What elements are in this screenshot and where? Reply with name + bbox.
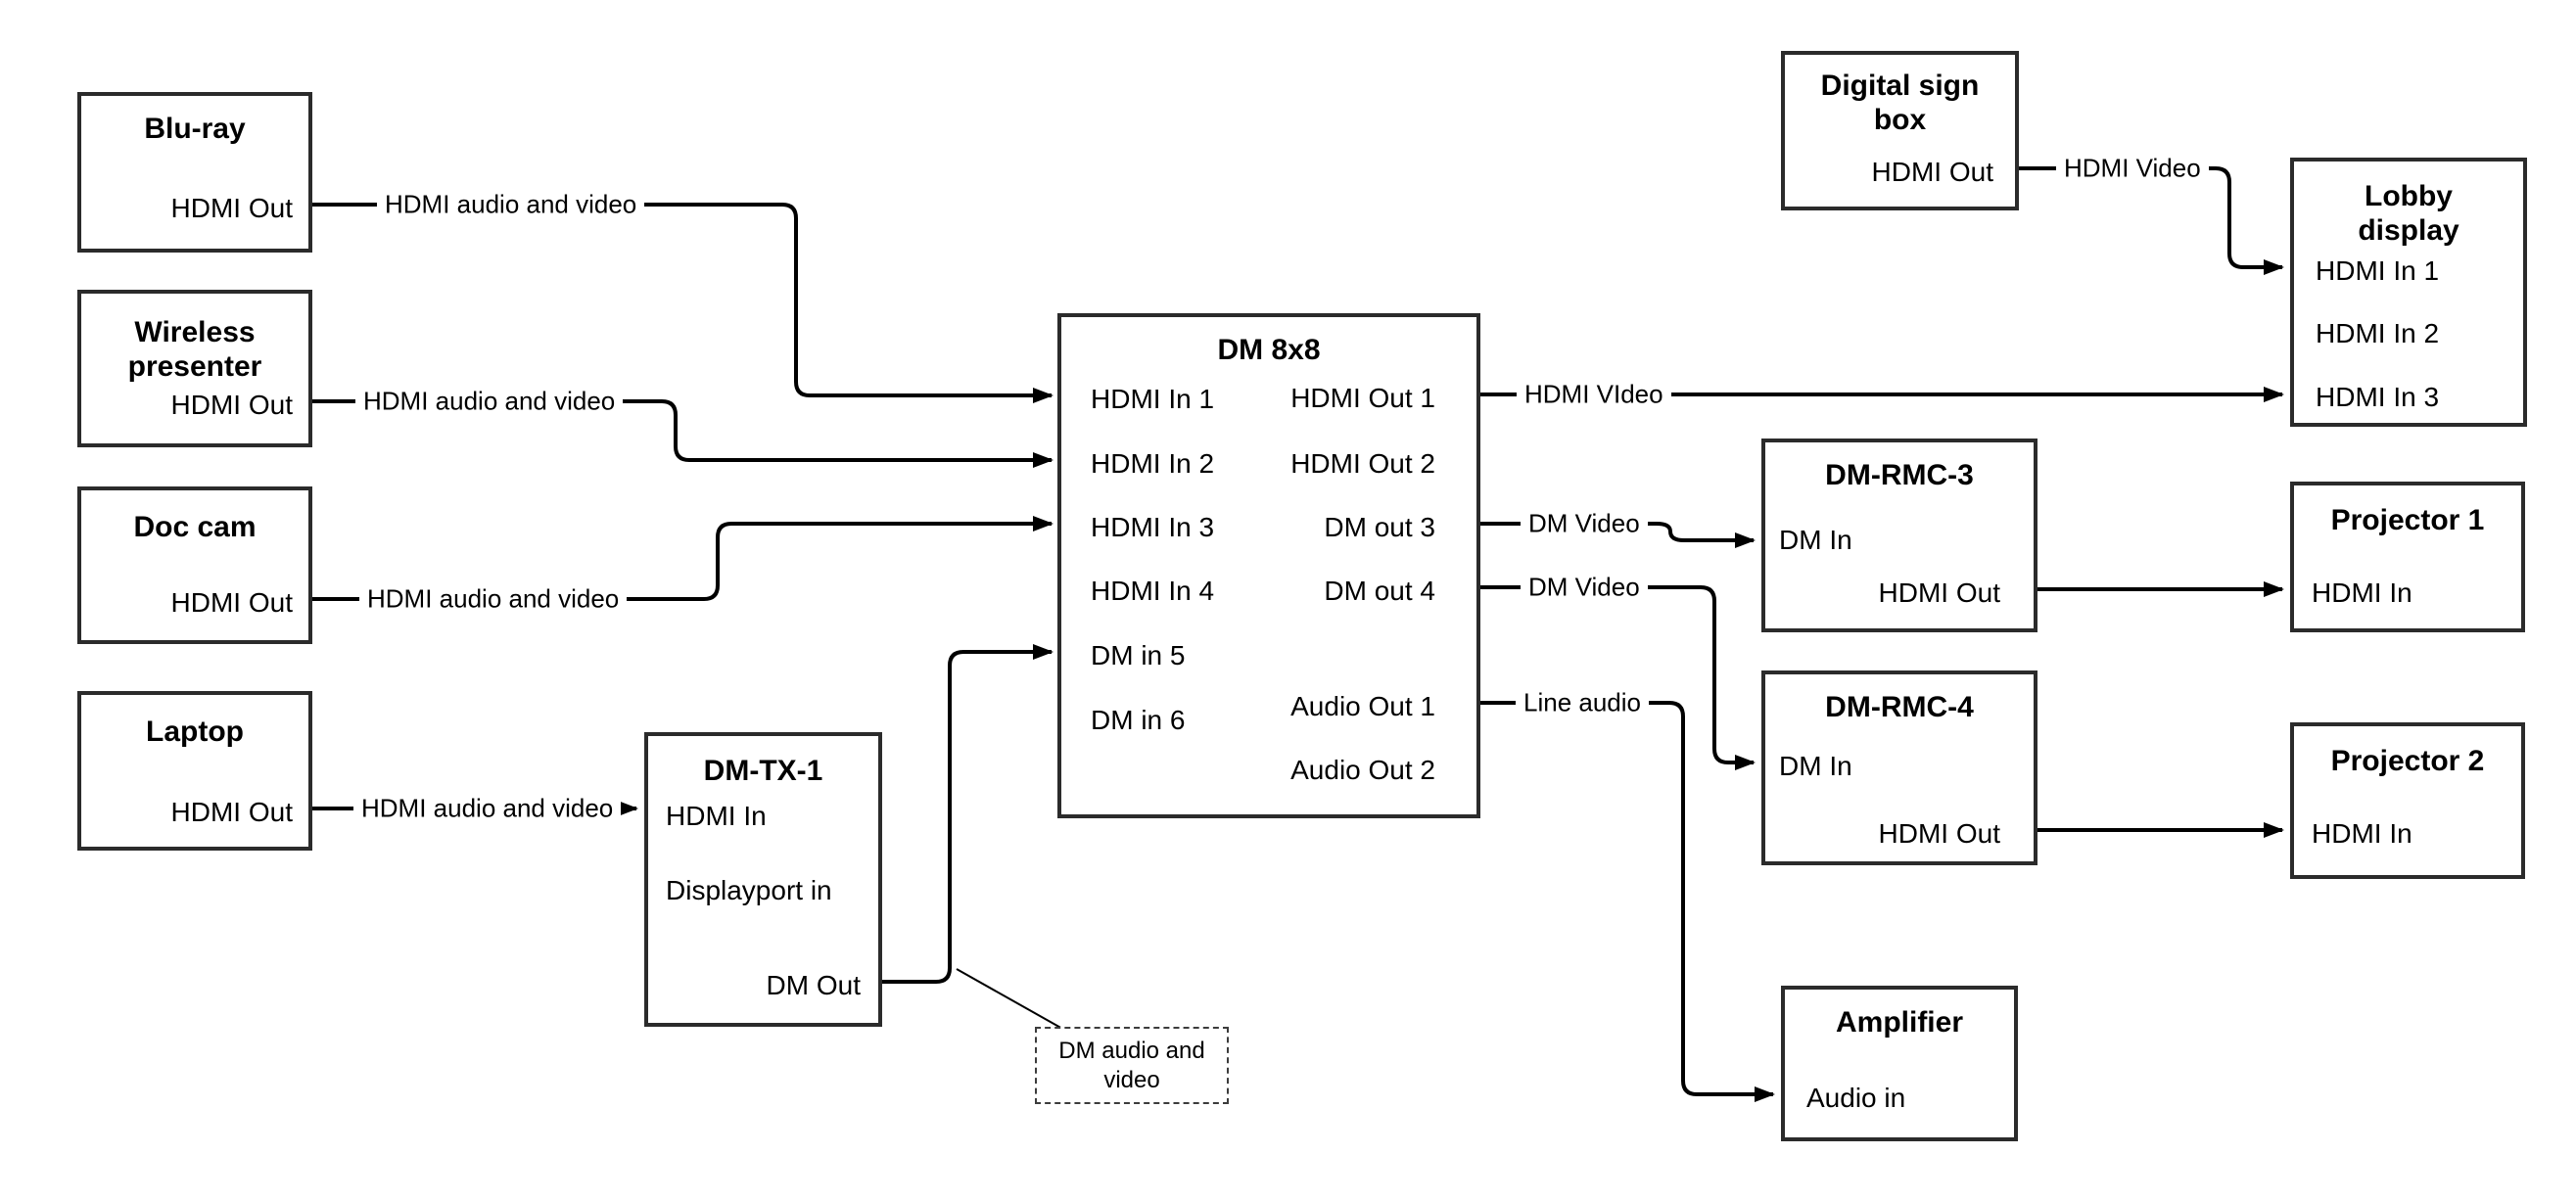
edge-label-dm-video-out4: DM Video — [1521, 574, 1648, 602]
node-digital-sign-box: Digital sign box HDMI Out — [1781, 51, 2019, 210]
node-title: Wireless presenter — [127, 316, 262, 384]
port-hdmi-out: HDMI Out — [170, 587, 293, 618]
port-dm-out-4: DM out 4 — [1324, 576, 1435, 606]
port-dm-in: DM In — [1779, 525, 1852, 555]
edge-dm8x8-out4-to-rmc4 — [1480, 585, 1756, 770]
node-title: Digital sign box — [1820, 69, 1980, 137]
port-audio-in: Audio in — [1806, 1083, 1906, 1113]
port-audio-out-1: Audio Out 1 — [1290, 691, 1435, 721]
node-title: DM-RMC-3 — [1825, 459, 1974, 491]
port-hdmi-in-3: HDMI In 3 — [2316, 382, 2440, 412]
edge-wireless-to-dm8x8-in2 — [312, 399, 1054, 468]
edge-label-hdmi-av-wireless: HDMI audio and video — [355, 388, 624, 416]
port-hdmi-out: HDMI Out — [1878, 818, 2000, 849]
edge-dm8x8-audio1-to-amplifier — [1480, 701, 1775, 1102]
note-leader-line — [956, 968, 1065, 1031]
note-text: DM audio and video — [1058, 1037, 1205, 1093]
port-displayport-in: Displayport in — [666, 875, 832, 905]
node-title: Doc cam — [133, 511, 257, 543]
port-dm-in-6: DM in 6 — [1091, 705, 1186, 735]
node-title: Blu-ray — [144, 113, 246, 145]
node-laptop: Laptop HDMI Out — [77, 691, 312, 851]
edge-label-hdmi-video-out1: HDMI VIdeo — [1517, 381, 1671, 409]
port-hdmi-out: HDMI Out — [170, 390, 293, 420]
port-hdmi-in: HDMI In — [2312, 577, 2412, 608]
port-dm-in-5: DM in 5 — [1091, 640, 1186, 670]
node-dm-rmc-3: DM-RMC-3 DM In HDMI Out — [1761, 439, 2037, 632]
port-hdmi-out-2: HDMI Out 2 — [1290, 448, 1435, 479]
port-hdmi-in-1: HDMI In 1 — [2316, 255, 2440, 286]
edge-label-hdmi-av-laptop: HDMI audio and video — [353, 795, 622, 823]
port-hdmi-in-4: HDMI In 4 — [1091, 576, 1215, 606]
node-title: DM-TX-1 — [703, 755, 823, 787]
port-dm-in: DM In — [1779, 751, 1852, 781]
edge-dmtx1-to-dm8x8-in5 — [882, 644, 1054, 984]
node-wireless-presenter: Wireless presenter HDMI Out — [77, 290, 312, 447]
edge-label-hdmi-av-doccam: HDMI audio and video — [359, 585, 628, 614]
port-hdmi-in-2: HDMI In 2 — [1091, 448, 1215, 479]
port-hdmi-out: HDMI Out — [1878, 577, 2000, 608]
edge-bluray-to-dm8x8-in1 — [312, 203, 1054, 403]
node-title: Projector 2 — [2330, 745, 2485, 777]
node-dm-rmc-4: DM-RMC-4 DM In HDMI Out — [1761, 670, 2037, 865]
node-dm-tx-1: DM-TX-1 HDMI In Displayport in DM Out — [644, 732, 882, 1027]
edge-label-hdmi-video-sign: HDMI Video — [2056, 155, 2209, 183]
edge-label-line-audio: Line audio — [1516, 689, 1649, 717]
port-hdmi-in-1: HDMI In 1 — [1091, 384, 1215, 414]
port-dm-out-3: DM out 3 — [1324, 512, 1435, 542]
edge-doccam-to-dm8x8-in3 — [312, 516, 1054, 601]
node-doc-cam: Doc cam HDMI Out — [77, 486, 312, 644]
node-title: Lobby display — [2358, 180, 2459, 248]
node-projector-2: Projector 2 HDMI In — [2290, 722, 2525, 879]
node-dm-8x8: DM 8x8 HDMI In 1 HDMI In 2 HDMI In 3 HDM… — [1057, 313, 1480, 818]
port-hdmi-in: HDMI In — [2312, 818, 2412, 849]
node-title: Amplifier — [1835, 1006, 1964, 1039]
node-title: Projector 1 — [2330, 504, 2485, 536]
port-dm-out: DM Out — [766, 970, 861, 1000]
node-title: DM 8x8 — [1217, 334, 1321, 366]
node-title: Laptop — [146, 716, 244, 748]
node-lobby-display: Lobby display HDMI In 1 HDMI In 2 HDMI I… — [2290, 158, 2527, 427]
edge-dm8x8-out3-to-rmc3 — [1480, 522, 1756, 548]
node-amplifier: Amplifier Audio in — [1781, 986, 2018, 1141]
node-title: DM-RMC-4 — [1825, 691, 1974, 723]
edge-label-dm-video-out3: DM Video — [1521, 510, 1648, 538]
port-hdmi-in: HDMI In — [666, 801, 767, 831]
node-projector-1: Projector 1 HDMI In — [2290, 482, 2525, 632]
port-hdmi-out-1: HDMI Out 1 — [1290, 383, 1435, 413]
port-hdmi-out: HDMI Out — [170, 193, 293, 223]
port-audio-out-2: Audio Out 2 — [1290, 755, 1435, 785]
node-bluray: Blu-ray HDMI Out — [77, 92, 312, 253]
port-hdmi-in-3: HDMI In 3 — [1091, 512, 1215, 542]
edge-sign-to-lobby-in1 — [2019, 166, 2284, 275]
note-dm-audio-video: DM audio and video — [1035, 1027, 1229, 1104]
port-hdmi-in-2: HDMI In 2 — [2316, 318, 2440, 348]
edge-label-hdmi-av-bluray: HDMI audio and video — [377, 191, 645, 219]
port-hdmi-out: HDMI Out — [1871, 157, 1993, 187]
port-hdmi-out: HDMI Out — [170, 797, 293, 827]
